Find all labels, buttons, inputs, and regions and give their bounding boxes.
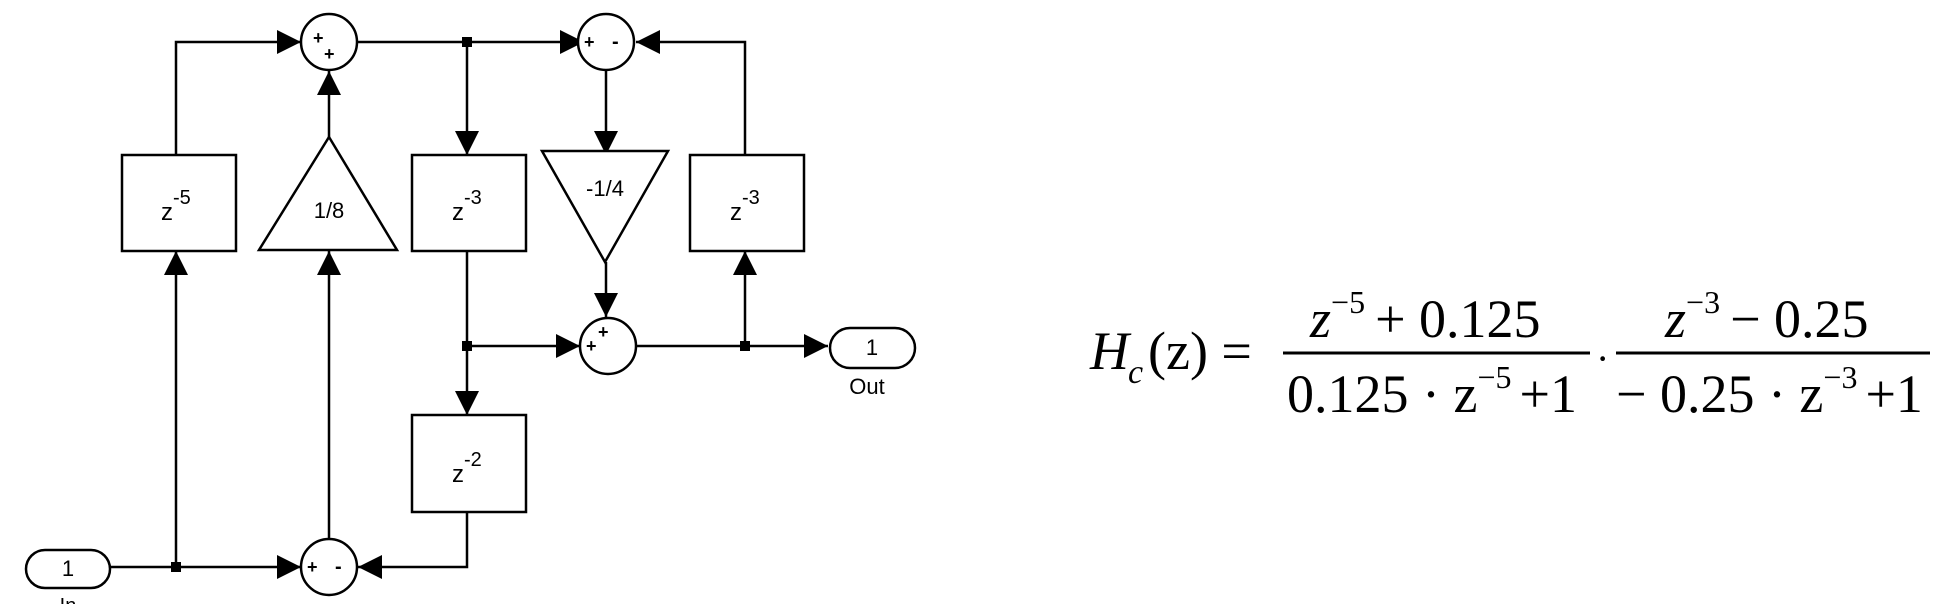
eq-frac2-den-rest: +1 [1865, 364, 1922, 424]
sum-sign: - [335, 556, 342, 578]
branch-point [171, 562, 181, 572]
delay-block-z3-left: z-3 [410, 153, 528, 253]
eq-frac1-num-base: z [1309, 289, 1331, 349]
eq-frac2-numerator: z−3 − 0.25 [1664, 284, 1869, 349]
eq-lhs-arg: (z) = [1148, 321, 1252, 381]
sum-middle: + + [578, 316, 638, 376]
svg-text:z-3: z-3 [730, 187, 760, 226]
eq-frac2-denominator: − 0.25 · z−3+1 [1616, 359, 1923, 424]
eq-frac2-num-rest: − 0.25 [1730, 289, 1868, 349]
in-port: 1 In [24, 548, 112, 604]
eq-frac2-num-exp: −3 [1686, 284, 1720, 320]
line-z5-to-top-sum [174, 30, 301, 155]
eq-frac1-denominator: 0.125 · z−5+1 [1287, 359, 1577, 424]
eq-frac1-num-rest: + 0.125 [1375, 289, 1540, 349]
delay-block-z5: z-5 [120, 153, 238, 253]
sum-sign: + [598, 322, 609, 342]
eq-frac1-num-exp: −5 [1331, 284, 1365, 320]
branch-points [171, 37, 750, 572]
eq-frac1-numerator: z−5 + 0.125 [1309, 284, 1541, 349]
svg-text:z-3: z-3 [452, 187, 482, 226]
sum-sign: + [586, 336, 597, 356]
sum-bottom: + - [299, 537, 359, 597]
transfer-function-equation: H c (z) = z−5+ 0.125 0.125 · z−5+1 · z−3… [1089, 284, 1930, 424]
in-port-number: 1 [62, 556, 74, 581]
eq-lhs-sub: c [1128, 354, 1143, 391]
z3-right-base: z [730, 199, 742, 226]
branch-point [462, 37, 472, 47]
sum-top-left: + + [299, 12, 359, 72]
eq-lhs-h: H [1089, 321, 1132, 381]
eq-multiply-dot: · [1596, 336, 1609, 381]
out-port-label: Out [849, 374, 884, 399]
z5-exp: -5 [173, 187, 191, 209]
eq-frac1-den-rest: +1 [1520, 364, 1577, 424]
sum-sign: + [584, 32, 595, 52]
out-port-number: 1 [866, 335, 878, 360]
sum-sign: + [324, 44, 335, 64]
sum-sign: - [612, 31, 619, 53]
z3-left-base: z [452, 199, 464, 226]
branch-point [462, 341, 472, 351]
eq-frac1-den-coef: 0.125 · z [1287, 364, 1477, 424]
z2-base: z [452, 461, 464, 488]
eq-frac2-num-base: z [1664, 289, 1686, 349]
out-port: 1 Out [828, 326, 917, 399]
delay-block-z2: z-2 [410, 413, 528, 514]
svg-text:z-5: z-5 [161, 187, 191, 226]
z5-base: z [161, 199, 173, 226]
sum-top-right: + - [576, 12, 636, 72]
sum-sign: + [307, 557, 318, 577]
gain-up-label: 1/8 [314, 198, 345, 223]
eq-frac2-den-coef: − 0.25 · z [1616, 364, 1823, 424]
gain-block-neg-1-4: -1/4 [539, 149, 671, 265]
z2-exp: -2 [464, 449, 482, 471]
line-z2-to-bottom-sum [358, 512, 469, 579]
line-z3-right-to-top-sum [636, 30, 747, 155]
in-port-label: In [60, 595, 77, 604]
eq-frac1-den-exp: −5 [1477, 359, 1511, 395]
gain-block-1-8: 1/8 [256, 134, 400, 252]
delay-block-z3-right: z-3 [688, 153, 806, 253]
branch-point [740, 341, 750, 351]
z3-left-exp: -3 [464, 187, 482, 209]
gain-down-label: -1/4 [586, 176, 624, 201]
z3-right-exp: -3 [742, 187, 760, 209]
svg-text:z-2: z-2 [452, 449, 482, 488]
eq-frac2-den-exp: −3 [1823, 359, 1857, 395]
sum-sign: + [313, 28, 324, 48]
